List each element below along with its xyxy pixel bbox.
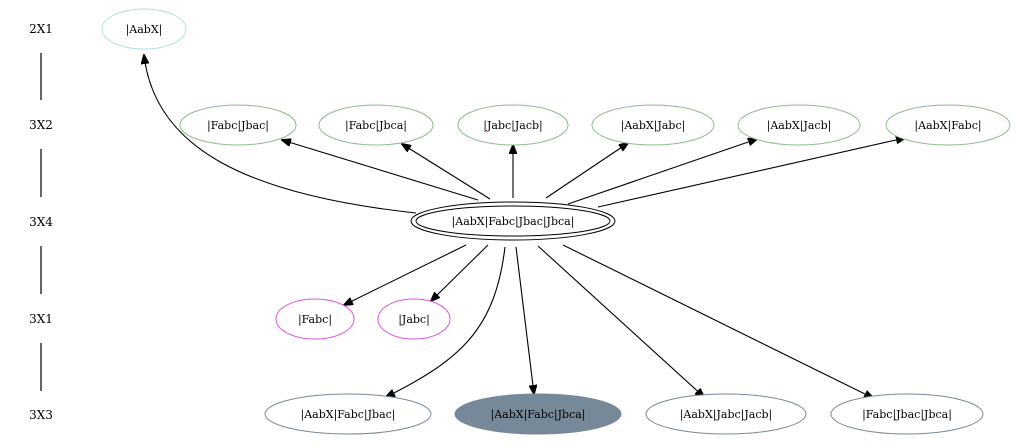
rank-label: 3X4 [29, 215, 53, 229]
node-ellipse [457, 104, 569, 146]
node-label: |Jabc|Jacb| [483, 119, 542, 133]
graph-node[interactable]: |Fabc|Jbac| [179, 104, 297, 146]
node-label: |Jabc| [398, 313, 430, 327]
node-ellipse [101, 8, 187, 50]
node-ellipse [830, 393, 984, 435]
node-ellipse [645, 393, 807, 435]
edge-arrow [567, 139, 757, 205]
node-label: |Fabc|Jbca| [345, 119, 407, 133]
graph-node[interactable]: |Fabc|Jbca| [318, 104, 434, 146]
node-label: |Fabc| [298, 313, 332, 327]
rank-label: 3X3 [29, 408, 53, 422]
edge-arrow [282, 140, 479, 201]
graph-node[interactable]: |AabX|Jabc| [591, 104, 715, 146]
node-ellipse [410, 201, 616, 241]
node-label: |AabX|Fabc|Jbac| [300, 408, 395, 422]
graph-node[interactable]: |AabX|Jacb| [737, 104, 861, 146]
node-label: |AabX|Fabc|Jbca| [490, 408, 585, 422]
node-ellipse [454, 393, 622, 435]
edge-arrow [144, 55, 417, 214]
rank-label: 3X2 [29, 118, 53, 132]
rank-label: 3X1 [29, 312, 53, 326]
edge-arrow [402, 144, 491, 200]
nodes: |AabX| |Fabc|Jbac| |Fabc|Jbca| |Jabc|Jacb| |… [101, 8, 1011, 435]
edge-arrow [537, 245, 704, 397]
node-label: |AabX| [126, 23, 163, 37]
node-label: |AabX|Fabc| [914, 119, 981, 133]
graph-node[interactable]: |AabX|Fabc| [885, 104, 1011, 146]
node-ellipse [318, 104, 434, 146]
node-ellipse [377, 298, 451, 340]
graph-node[interactable]: |AabX|Fabc|Jbca| [454, 393, 622, 435]
graph-node[interactable]: |Jabc|Jacb| [457, 104, 569, 146]
node-ellipse [264, 393, 432, 435]
node-label: |AabX|Jabc| [621, 119, 686, 133]
edge-arrow [562, 244, 873, 398]
node-ellipse [885, 104, 1011, 146]
graph-node[interactable]: |AabX|Fabc|Jbac|Jbca| [410, 201, 616, 241]
rank-label: 2X1 [29, 22, 53, 36]
graph-node[interactable]: |Jabc| [377, 298, 451, 340]
edge-arrow [344, 244, 467, 305]
node-label: |AabX|Jabc|Jacb| [680, 408, 773, 422]
node-ellipse [737, 104, 861, 146]
graph-node[interactable]: |AabX|Fabc|Jbac| [264, 393, 432, 435]
node-inner-ellipse [415, 205, 611, 237]
node-ellipse [275, 298, 355, 340]
graph-node[interactable]: |AabX|Jabc|Jacb| [645, 393, 807, 435]
edges [144, 55, 905, 398]
edge-arrow [545, 143, 628, 199]
node-label: |AabX|Fabc|Jbac|Jbca| [452, 215, 575, 229]
edge-arrow [386, 246, 506, 397]
node-label: |AabX|Jacb| [767, 119, 832, 133]
edge-arrow [597, 138, 905, 208]
rank-axis: 2X1 3X2 3X4 3X1 3X3 [29, 22, 53, 422]
graph-node[interactable]: |AabX| [101, 8, 187, 50]
node-ellipse [179, 104, 297, 146]
node-ellipse [591, 104, 715, 146]
edge-arrow [431, 244, 489, 301]
graph-node[interactable]: |Fabc|Jbac|Jbca| [830, 393, 984, 435]
graph-node[interactable]: |Fabc| [275, 298, 355, 340]
edge-arrow [515, 246, 534, 394]
node-label: |Fabc|Jbac|Jbca| [862, 408, 952, 422]
node-label: |Fabc|Jbac| [207, 119, 269, 133]
